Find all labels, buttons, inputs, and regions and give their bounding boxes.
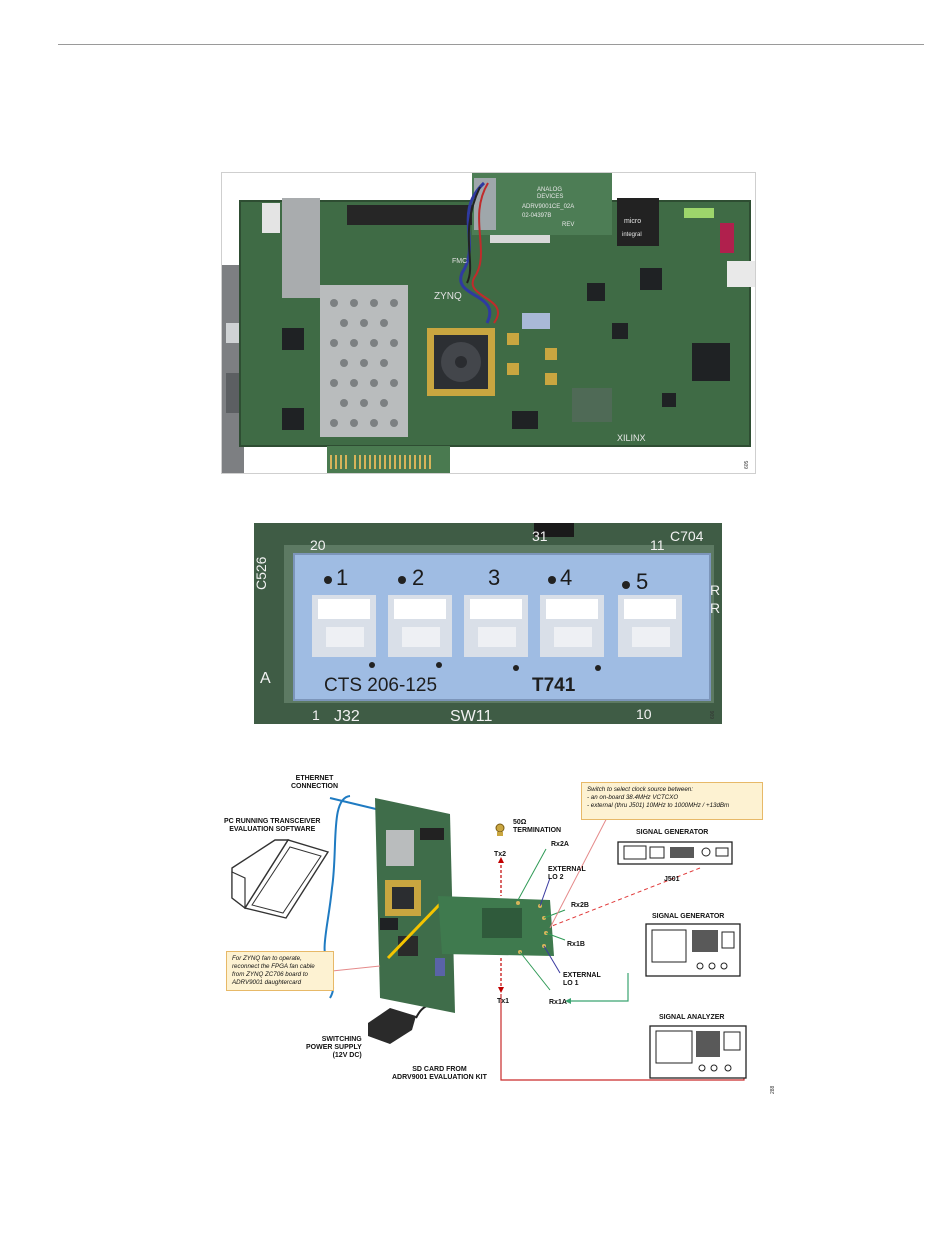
fan-note-line	[331, 965, 381, 972]
daughtercard-text: ANALOG	[537, 187, 562, 193]
figure-id: 605	[744, 460, 750, 469]
header-connector	[262, 203, 280, 233]
sw11-switch-photo: 1 2 3 4 5 CTS 206-125 T741 20 C526 31 11…	[254, 523, 722, 724]
rx1b-line	[545, 932, 566, 941]
signal-generator-1-icon	[617, 841, 733, 865]
pcb-label: C526	[254, 556, 269, 590]
daughtercard-text: ADRV9001CE_02A	[522, 204, 574, 210]
pcb-label: 20	[310, 537, 326, 553]
pcb-label: 1	[312, 707, 320, 723]
power-connector	[720, 223, 734, 253]
termination-label: 50Ω TERMINATION	[513, 819, 562, 834]
dip-switch	[522, 313, 550, 329]
header-rule	[58, 44, 924, 45]
pcie-bracket	[222, 265, 244, 473]
signal-generator-1-label: SIGNAL GENERATOR	[636, 829, 709, 836]
adrv9001-card-icon	[438, 896, 554, 956]
tx1-label: Tx1	[497, 998, 510, 1005]
daughtercard-text: REV	[562, 222, 574, 228]
zc706-board-icon	[375, 798, 455, 1013]
sfp-cage	[282, 198, 320, 298]
switch-photo-svg: 1 2 3 4 5 CTS 206-125 T741 20 C526 31 11…	[254, 523, 722, 724]
switch-number: 2	[412, 565, 424, 590]
xilinx-logo: XILINX	[617, 433, 646, 443]
signal-analyzer-icon	[649, 1025, 747, 1079]
rx1b-label: Rx1B	[567, 941, 585, 948]
figure-id: 288	[770, 1085, 776, 1094]
pcb-label: 31	[532, 528, 548, 544]
pcb-label: R	[710, 582, 720, 598]
switch-number: 5	[636, 569, 648, 594]
daughtercard-text: 02-04397B	[522, 213, 551, 219]
clock-note-line	[549, 807, 613, 929]
j501-label: J501	[664, 876, 680, 883]
signal-generator-2-icon	[645, 923, 741, 977]
daughtercard-text: DEVICES	[537, 194, 563, 200]
zynq-mark: ZYNQ	[434, 291, 462, 302]
siggen2-line	[568, 973, 629, 1002]
switch-cells	[312, 595, 682, 657]
lo1-line	[543, 945, 561, 974]
setup-diagram	[231, 795, 747, 1081]
fmc-mark: FMC	[452, 258, 467, 265]
pcb-label: SW11	[450, 708, 492, 724]
pc-label: PC RUNNING TRANSCEIVER EVALUATION SOFTWA…	[224, 818, 321, 833]
ethernet-label: ETHERNET CONNECTION	[291, 775, 339, 790]
pcb-label: 11	[650, 537, 665, 553]
sd-card-text: integral	[622, 232, 642, 238]
rx1a-label: Rx1A	[549, 999, 567, 1006]
bracket-port	[226, 373, 240, 413]
switch-marking: T741	[532, 675, 576, 696]
rx2b-label: Rx2B	[571, 902, 589, 909]
termination-icon	[495, 823, 505, 836]
power-supply-label: SWITCHING POWER SUPPLY (12V DC)	[306, 1036, 362, 1059]
fmc-connector	[347, 205, 472, 225]
figure-id: 606	[710, 710, 716, 719]
board-photo-svg: ANALOG DEVICES ADRV9001CE_02A 02-04397B …	[222, 173, 755, 473]
rx2a-label: Rx2A	[551, 841, 569, 848]
fan-cable-note: For ZYNQ fan to operate, reconnect the F…	[226, 951, 334, 991]
signal-generator-2-label: SIGNAL GENERATOR	[652, 913, 725, 920]
sd-card-label: SD CARD FROM ADRV9001 EVALUATION KIT	[392, 1066, 487, 1081]
signal-analyzer-label: SIGNAL ANALYZER	[659, 1014, 725, 1021]
pcb-label: C704	[670, 528, 704, 544]
zc706-board-photo: ANALOG DEVICES ADRV9001CE_02A 02-04397B …	[221, 172, 756, 474]
rx2b-line	[543, 909, 566, 919]
clock-source-note: Switch to select clock source between: -…	[581, 782, 763, 820]
rx1a-line	[519, 951, 551, 991]
laptop-icon	[231, 839, 330, 919]
external-lo1-label: EXTERNAL LO 1	[563, 972, 601, 987]
sd-card-text: micro	[624, 218, 641, 225]
j501-line	[551, 867, 701, 927]
pcb-label: R	[710, 600, 720, 616]
pcb-label: J32	[334, 708, 360, 724]
sd-card	[617, 198, 659, 246]
switch-number: 3	[488, 565, 500, 590]
pcb-label: A	[260, 670, 271, 687]
pcb-label: 10	[636, 706, 652, 722]
tx2-label: Tx2	[494, 851, 507, 858]
fan-cable	[386, 902, 442, 960]
lo2-line	[539, 877, 551, 907]
switch-marking: CTS 206-125	[324, 675, 437, 696]
fan-label	[727, 261, 755, 287]
bracket-port	[226, 323, 240, 343]
external-lo2-label: EXTERNAL LO 2	[548, 866, 586, 881]
switch-number: 4	[560, 565, 572, 590]
rx2a-line	[517, 848, 547, 901]
switch-number: 1	[336, 565, 348, 590]
